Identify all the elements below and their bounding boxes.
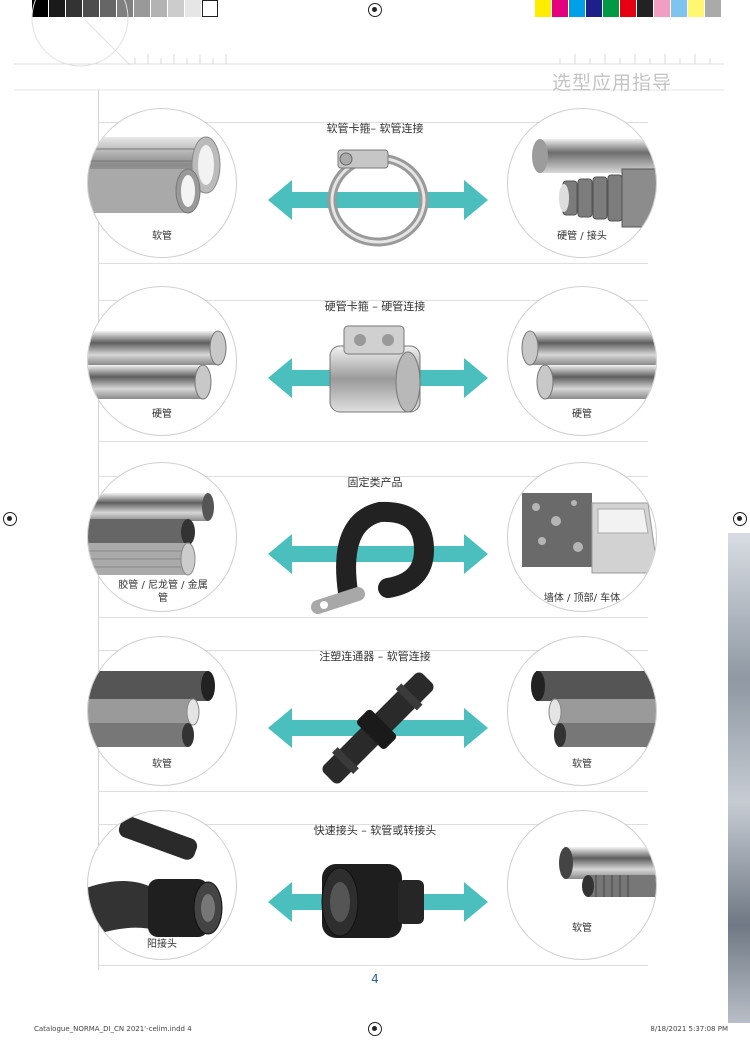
hose-icon (531, 671, 656, 747)
row-frame (98, 476, 648, 618)
hose-icon (88, 136, 221, 214)
row-pipe-coupling: 硬管卡箍 – 硬管连接 硬管 硬管 (0, 286, 750, 446)
row-title: 硬管卡箍 – 硬管连接 (324, 300, 426, 313)
registration-mark-top (368, 3, 382, 17)
right-label: 软管 (572, 923, 592, 934)
male-connector-icon (88, 816, 223, 938)
registration-mark-right (733, 512, 747, 526)
quick-connector-icon (268, 864, 488, 938)
row-frame (98, 824, 648, 966)
right-label: 硬管 (572, 409, 592, 420)
p-clip-icon (268, 501, 488, 614)
row-frame (98, 122, 648, 264)
left-label: 阳接头 (147, 939, 177, 950)
registration-mark-left (3, 512, 17, 526)
row-hose-clamp: 软管卡箍– 软管连接 软管 硬管 / 接头 (0, 108, 750, 268)
rigid-pipe-icon (88, 330, 227, 400)
hose-icon (88, 671, 215, 747)
pipe-fitting-icon (532, 139, 656, 228)
row-quick-connector: 快速接头 – 软管或转接头 阳接头 软管 (0, 810, 750, 970)
row-plastic-connector: 注塑连通器 – 软管连接 软管 软管 (0, 636, 750, 796)
page-number: 4 (371, 972, 379, 986)
right-circle: 硬管 (507, 286, 657, 436)
left-circle: 胶管 / 尼龙管 / 金属管 (87, 462, 237, 612)
row-title: 快速接头 – 软管或转接头 (313, 824, 437, 837)
row-fixing-products: 固定类产品 胶管 / 尼龙管 / 金属管 墙体 / 顶部/ 车体 (0, 462, 750, 622)
hose-clamp-icon (268, 149, 488, 247)
left-label: 硬管 (152, 409, 172, 420)
side-image-strip (728, 533, 750, 1023)
footer-timestamp: 8/18/2021 5:37:08 PM (650, 1025, 728, 1033)
right-circle: 软管 (507, 636, 657, 786)
header-decoration (14, 0, 724, 91)
left-label: 胶管 / 尼龙管 / 金属管 (118, 580, 208, 604)
left-circle: 阳接头 (87, 810, 237, 960)
hose-icon (559, 847, 656, 897)
right-label: 软管 (572, 759, 592, 770)
right-circle: 硬管 / 接头 (507, 108, 657, 258)
right-label: 墙体 / 顶部/ 车体 (543, 593, 621, 604)
left-label: 软管 (152, 231, 172, 242)
page-title: 选型应用指导 (551, 72, 672, 94)
right-circle: 软管 (507, 810, 657, 960)
row-title: 固定类产品 (347, 476, 403, 489)
plastic-connector-icon (268, 672, 488, 784)
right-circle: 墙体 / 顶部/ 车体 (507, 462, 657, 612)
row-title: 注塑连通器 – 软管连接 (319, 650, 431, 663)
left-circle: 硬管 (87, 286, 237, 436)
left-circle: 软管 (87, 636, 237, 786)
row-frame (98, 650, 648, 792)
assorted-pipes-icon (88, 493, 214, 576)
row-frame (98, 300, 648, 442)
pipe-coupling-icon (268, 325, 488, 413)
wall-body-icon (522, 493, 656, 574)
color-bar (535, 0, 722, 17)
footer-file: Catalogue_NORMA_DI_CN 2021'-celim.indd 4 (34, 1025, 192, 1033)
registration-mark-bottom (368, 1022, 382, 1036)
grayscale-bar (32, 0, 218, 17)
left-label: 软管 (152, 759, 172, 770)
row-title: 软管卡箍– 软管连接 (326, 122, 424, 135)
left-circle: 软管 (87, 108, 237, 258)
right-label: 硬管 / 接头 (557, 231, 607, 242)
rigid-pipe-icon (521, 330, 656, 400)
